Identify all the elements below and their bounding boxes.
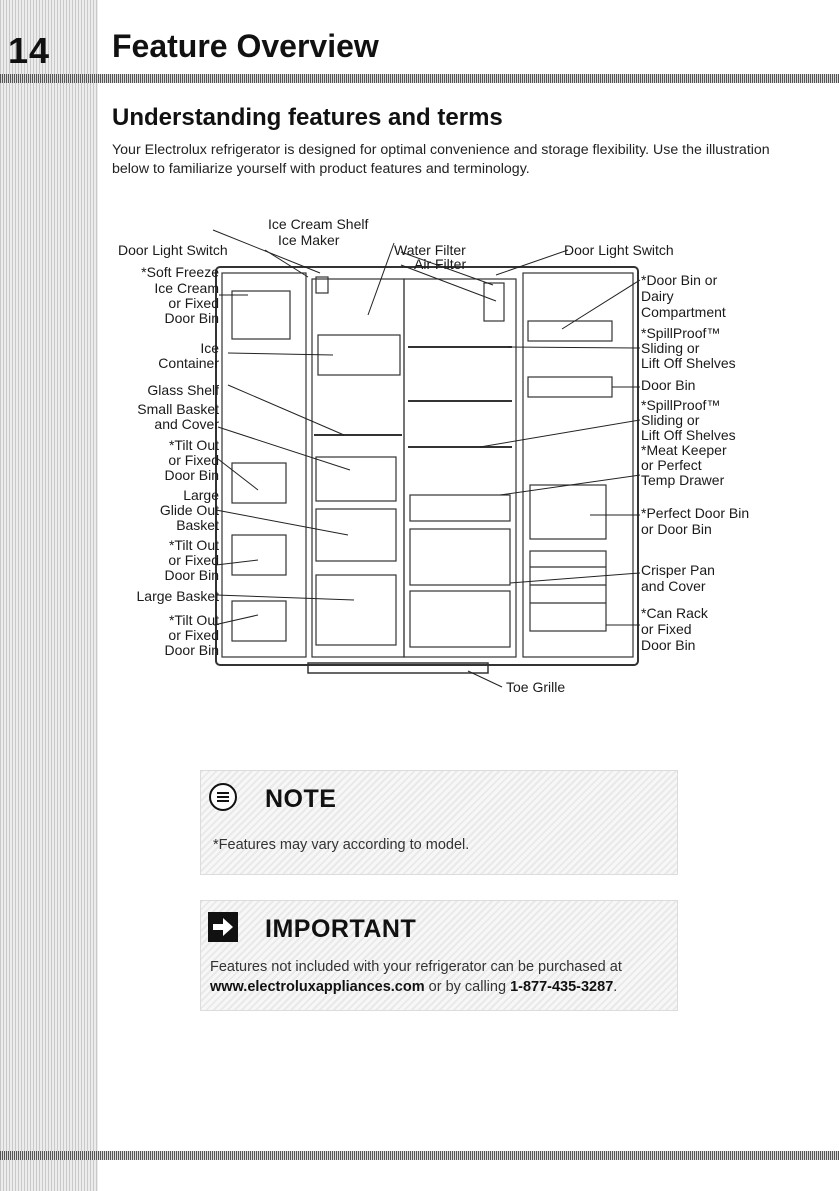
label-soft-freeze-4: Door Bin	[165, 310, 219, 326]
label-glass-shelf: Glass Shelf	[147, 382, 219, 398]
label-small-basket-1: Small Basket	[137, 401, 219, 417]
label-soft-freeze-3: or Fixed	[168, 295, 219, 311]
page-number: 14	[8, 30, 51, 71]
footer-rule	[0, 1151, 839, 1160]
label-meat-keeper-3: Temp Drawer	[641, 472, 725, 488]
label-spillproof-b-3: Lift Off Shelves	[641, 427, 736, 443]
left-margin-band	[0, 0, 98, 1191]
label-crisper-1: Crisper Pan	[641, 562, 715, 578]
diagram-labels: Ice Cream Shelf Ice Maker Door Light Swi…	[118, 216, 749, 695]
label-can-rack-3: Door Bin	[641, 637, 695, 653]
label-door-light-switch-right: Door Light Switch	[564, 242, 674, 258]
arrow-right-icon	[208, 912, 238, 942]
label-spillproof-a-2: Sliding or	[641, 340, 700, 356]
label-large-glide-3: Basket	[176, 517, 219, 533]
label-can-rack-1: *Can Rack	[641, 605, 709, 621]
label-ice-container-2: Container	[158, 355, 219, 371]
label-tilt-out-a-2: or Fixed	[168, 452, 219, 468]
important-title: IMPORTANT	[265, 915, 417, 943]
label-air-filter: Air Filter	[414, 256, 466, 272]
label-ice-maker: Ice Maker	[278, 232, 340, 248]
label-meat-keeper-1: *Meat Keeper	[641, 442, 727, 458]
label-door-bin-dairy-2: Dairy	[641, 288, 674, 304]
label-large-glide-2: Glide Out	[160, 502, 219, 518]
label-door-bin-dairy-1: *Door Bin or	[641, 272, 718, 288]
header-rule	[0, 74, 839, 83]
label-perfect-door-bin-1: *Perfect Door Bin	[641, 505, 749, 521]
label-soft-freeze-1: *Soft Freeze	[141, 264, 219, 280]
important-text-line1: Features not included with your refriger…	[210, 959, 622, 975]
label-door-light-switch-left: Door Light Switch	[118, 242, 228, 258]
note-icon	[209, 783, 237, 811]
label-small-basket-2: and Cover	[154, 416, 219, 432]
label-spillproof-b-2: Sliding or	[641, 412, 700, 428]
label-tilt-out-c-1: *Tilt Out	[169, 612, 219, 628]
label-tilt-out-b-1: *Tilt Out	[169, 537, 219, 553]
leader-lines	[212, 229, 641, 688]
refrigerator-drawing	[215, 266, 639, 674]
label-tilt-out-b-2: or Fixed	[168, 552, 219, 568]
label-tilt-out-a-1: *Tilt Out	[169, 437, 219, 453]
important-text-line2: www.electroluxappliances.com or by calli…	[210, 979, 617, 995]
period: .	[613, 979, 618, 995]
label-perfect-door-bin-2: or Door Bin	[641, 521, 712, 537]
label-spillproof-b-1: *SpillProof™	[641, 397, 720, 413]
label-water-filter: Water Filter	[394, 242, 466, 258]
label-tilt-out-c-2: or Fixed	[168, 627, 219, 643]
label-tilt-out-c-3: Door Bin	[165, 642, 219, 658]
label-tilt-out-a-3: Door Bin	[165, 467, 219, 483]
label-ice-container-1: Ice	[200, 340, 219, 356]
refrigerator-diagram: Ice Cream Shelf Ice Maker Door Light Swi…	[118, 216, 749, 695]
website-link[interactable]: www.electroluxappliances.com	[210, 979, 425, 995]
label-door-bin: Door Bin	[641, 377, 695, 393]
label-large-glide-1: Large	[183, 487, 219, 503]
label-crisper-2: and Cover	[641, 578, 706, 594]
label-meat-keeper-2: or Perfect	[641, 457, 702, 473]
label-can-rack-2: or Fixed	[641, 621, 692, 637]
important-callout: IMPORTANT Features not included with you…	[200, 900, 678, 1011]
note-title: NOTE	[265, 785, 337, 813]
label-tilt-out-b-3: Door Bin	[165, 567, 219, 583]
phone-number[interactable]: 1-877-435-3287	[510, 979, 614, 995]
label-ice-cream-shelf: Ice Cream Shelf	[268, 216, 368, 232]
page-title: Feature Overview	[112, 28, 379, 64]
note-callout: NOTE *Features may vary according to mod…	[200, 770, 678, 875]
label-door-bin-dairy-3: Compartment	[641, 304, 726, 320]
label-spillproof-a-1: *SpillProof™	[641, 325, 720, 341]
label-large-basket: Large Basket	[137, 588, 220, 604]
label-toe-grille: Toe Grille	[506, 679, 565, 695]
section-title: Understanding features and terms	[112, 104, 503, 131]
or-by-calling-text: or by calling	[424, 979, 511, 995]
intro-paragraph: Your Electrolux refrigerator is designed…	[112, 142, 770, 177]
label-spillproof-a-3: Lift Off Shelves	[641, 355, 736, 371]
label-soft-freeze-2: Ice Cream	[154, 280, 219, 296]
note-text: *Features may vary according to model.	[213, 837, 470, 853]
